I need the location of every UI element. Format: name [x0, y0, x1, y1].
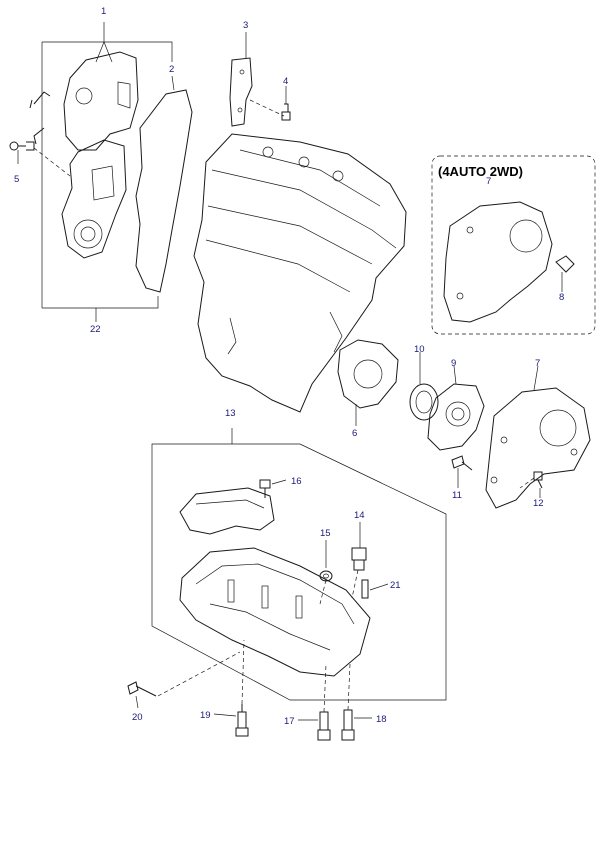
callout-7-inset: 7 [486, 176, 491, 187]
bolt-part-11 [451, 455, 473, 471]
callout-15: 15 [320, 528, 331, 539]
rear-plate-part-7 [485, 387, 591, 509]
callout-2: 2 [169, 64, 174, 75]
timing-belt-lower-cover [61, 139, 127, 259]
bolt-part-5 [9, 141, 35, 151]
callout-11: 11 [452, 490, 462, 501]
callout-9: 9 [451, 358, 456, 369]
timing-belt-upper-cover [29, 51, 139, 151]
callout-19: 19 [200, 710, 211, 721]
cover-gasket [135, 89, 193, 293]
inset-title: (4AUTO 2WD) [438, 164, 523, 179]
bolt-part-12 [533, 471, 543, 489]
inset-4auto-2wd: (4AUTO 2WD) [431, 155, 596, 335]
callout-5: 5 [14, 174, 19, 185]
bolt-part-18 [341, 709, 355, 741]
rear-seal-case-part-9 [427, 383, 485, 451]
drain-plug-part-14 [351, 547, 367, 571]
callout-10: 10 [414, 344, 425, 355]
callout-3: 3 [243, 20, 248, 31]
callout-17: 17 [284, 716, 295, 727]
bolt-part-4 [281, 103, 291, 121]
bolt-part-17 [317, 711, 331, 741]
callout-18: 18 [376, 714, 387, 725]
callout-14: 14 [354, 510, 365, 521]
oil-seal-housing-part-6 [337, 339, 399, 409]
callout-6: 6 [352, 428, 357, 439]
oil-baffle-plate [179, 487, 275, 535]
callout-13: 13 [225, 408, 236, 419]
callout-16: 16 [291, 476, 302, 487]
bolt-part-19 [235, 704, 249, 737]
timing-cover-bracket [41, 22, 173, 322]
callout-21: 21 [390, 580, 401, 591]
engine-block [193, 133, 407, 413]
oil-pan-bracket [151, 428, 447, 701]
callout-12: 12 [533, 498, 544, 509]
bolt-part-20 [127, 681, 157, 697]
oil-pan [179, 547, 371, 677]
callout-4: 4 [283, 76, 288, 87]
callout-8: 8 [559, 292, 564, 303]
stud-part-21 [361, 579, 369, 599]
callout-20: 20 [132, 712, 143, 723]
bolt-part-16 [259, 479, 271, 498]
oil-seal-part-10 [409, 383, 439, 421]
bracket-part-3 [229, 57, 253, 127]
callout-22: 22 [90, 324, 101, 335]
callout-1: 1 [101, 6, 106, 17]
callout-7-main: 7 [535, 358, 540, 369]
